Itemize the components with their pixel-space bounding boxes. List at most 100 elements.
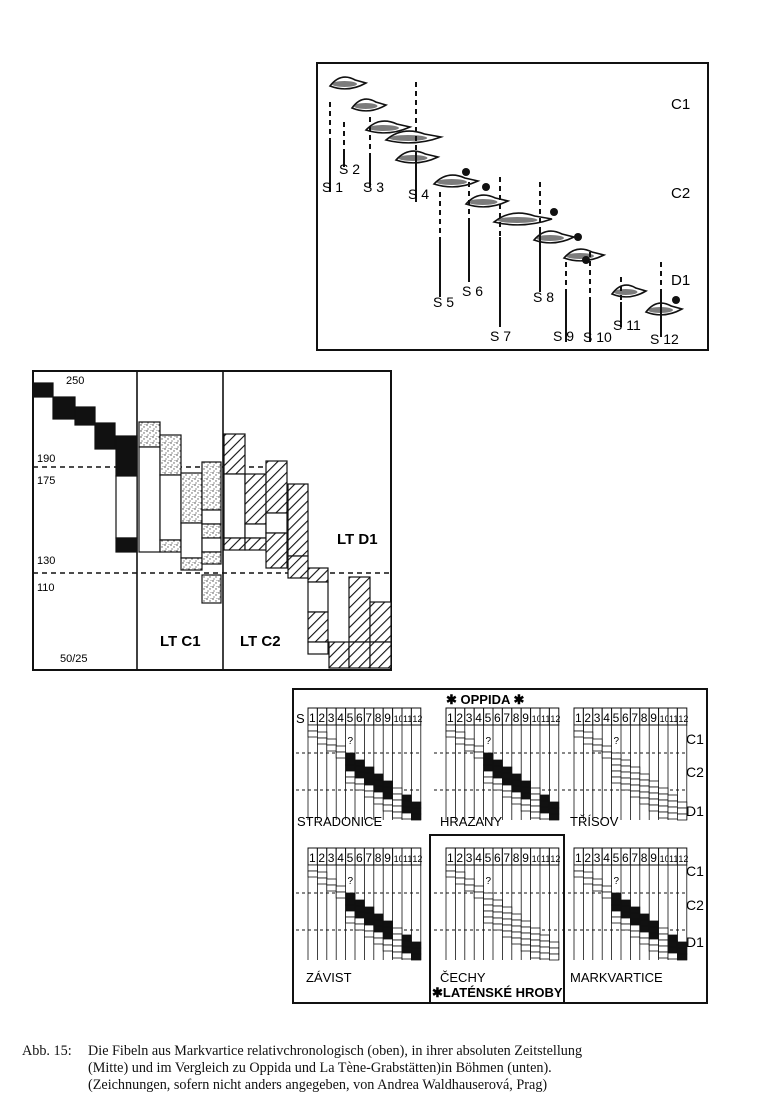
filled-cell <box>520 780 531 788</box>
fibula-bow <box>331 81 357 87</box>
open-cell <box>511 913 522 921</box>
filled-cell <box>511 779 522 787</box>
fibula-bow <box>388 135 428 141</box>
column-number: 5 <box>347 851 354 865</box>
period-label-lt-d1: LT D1 <box>337 531 378 548</box>
open-cell <box>648 786 660 794</box>
open-cell <box>620 759 631 767</box>
open-cell <box>658 805 669 813</box>
filled-cell <box>373 773 384 781</box>
open-cell <box>483 910 494 918</box>
fibula-bow <box>647 307 673 313</box>
filled-cell <box>364 912 375 920</box>
open-cell <box>648 780 660 788</box>
column-number: 1 <box>309 711 316 725</box>
fibula-drawing <box>384 130 445 144</box>
column-number: 7 <box>503 711 510 725</box>
column-number: 7 <box>503 851 510 865</box>
filled-cell <box>548 807 560 815</box>
filled-cell <box>345 904 356 912</box>
open-cell <box>573 724 584 732</box>
open-cell <box>354 923 365 931</box>
fibula-bow <box>468 199 498 205</box>
filled-cell <box>354 905 365 913</box>
stage-label: S 3 <box>363 179 384 195</box>
open-cell <box>611 752 622 760</box>
fibula-drawing <box>562 248 607 262</box>
open-cell <box>307 724 318 732</box>
column-number: 2 <box>456 851 463 865</box>
open-cell <box>648 944 660 952</box>
filled-cell <box>511 785 522 793</box>
open-cell <box>392 951 403 959</box>
stage-prefix: S <box>296 711 305 726</box>
open-cell <box>445 870 456 878</box>
open-cell <box>392 811 403 819</box>
caption-line-2: (Mitte) und im Vergleich zu Oppida und L… <box>88 1060 552 1076</box>
open-cell <box>548 941 560 949</box>
open-cell <box>520 926 531 934</box>
hatch-bar <box>223 433 246 475</box>
column-number: 6 <box>622 851 629 865</box>
filled-cell <box>354 771 365 779</box>
fibula-side-view <box>550 208 558 216</box>
column-number: 12 <box>412 854 422 864</box>
column-number: 2 <box>318 851 325 865</box>
question-mark: ? <box>485 876 491 887</box>
column-number: 11 <box>541 714 550 724</box>
open-cell <box>548 947 560 955</box>
open-cell <box>530 799 541 807</box>
open-cell <box>326 878 337 886</box>
filled-cell <box>676 953 688 961</box>
filled-cell <box>401 806 412 814</box>
open-cell <box>454 871 466 879</box>
open-cell <box>501 784 513 792</box>
open-cell <box>373 797 384 805</box>
open-bar <box>307 581 329 613</box>
column-number: 2 <box>584 711 591 725</box>
column-number: 6 <box>356 711 363 725</box>
column-number: 2 <box>456 711 463 725</box>
stage-label: S 10 <box>583 329 612 345</box>
filled-cell <box>492 759 503 767</box>
open-cell <box>454 731 466 739</box>
open-cell <box>573 870 584 878</box>
open-cell <box>392 805 403 813</box>
stage-label: S 7 <box>490 328 511 344</box>
open-cell <box>601 891 613 899</box>
period-label-lt-c2: LT C2 <box>240 633 281 650</box>
column-number: 4 <box>337 711 344 725</box>
column-number: 8 <box>513 711 520 725</box>
open-cell <box>530 805 541 813</box>
filled-cell <box>483 764 494 772</box>
filled-cell <box>373 925 384 933</box>
stipple-bar <box>159 539 182 553</box>
open-cell <box>464 878 475 886</box>
open-cell <box>473 891 484 899</box>
filled-cell <box>629 912 641 920</box>
open-bar <box>201 509 222 525</box>
column-number: 7 <box>365 711 372 725</box>
column-number: 10 <box>660 854 670 864</box>
column-number: 4 <box>603 851 610 865</box>
black-bar <box>115 537 138 553</box>
hatch-bar <box>307 611 329 643</box>
black-bar <box>115 435 138 477</box>
open-cell <box>492 905 503 913</box>
open-cell <box>582 731 594 739</box>
column-number: 3 <box>466 851 473 865</box>
open-cell <box>629 790 641 798</box>
open-cell <box>667 812 678 820</box>
hatch-bar <box>307 567 329 583</box>
hatch-bar <box>287 555 309 579</box>
phase-label-c2-right: C2 <box>686 764 704 780</box>
filled-cell <box>620 899 631 907</box>
question-mark: ? <box>347 876 353 887</box>
filled-cell <box>401 794 412 802</box>
open-cell <box>530 939 541 947</box>
